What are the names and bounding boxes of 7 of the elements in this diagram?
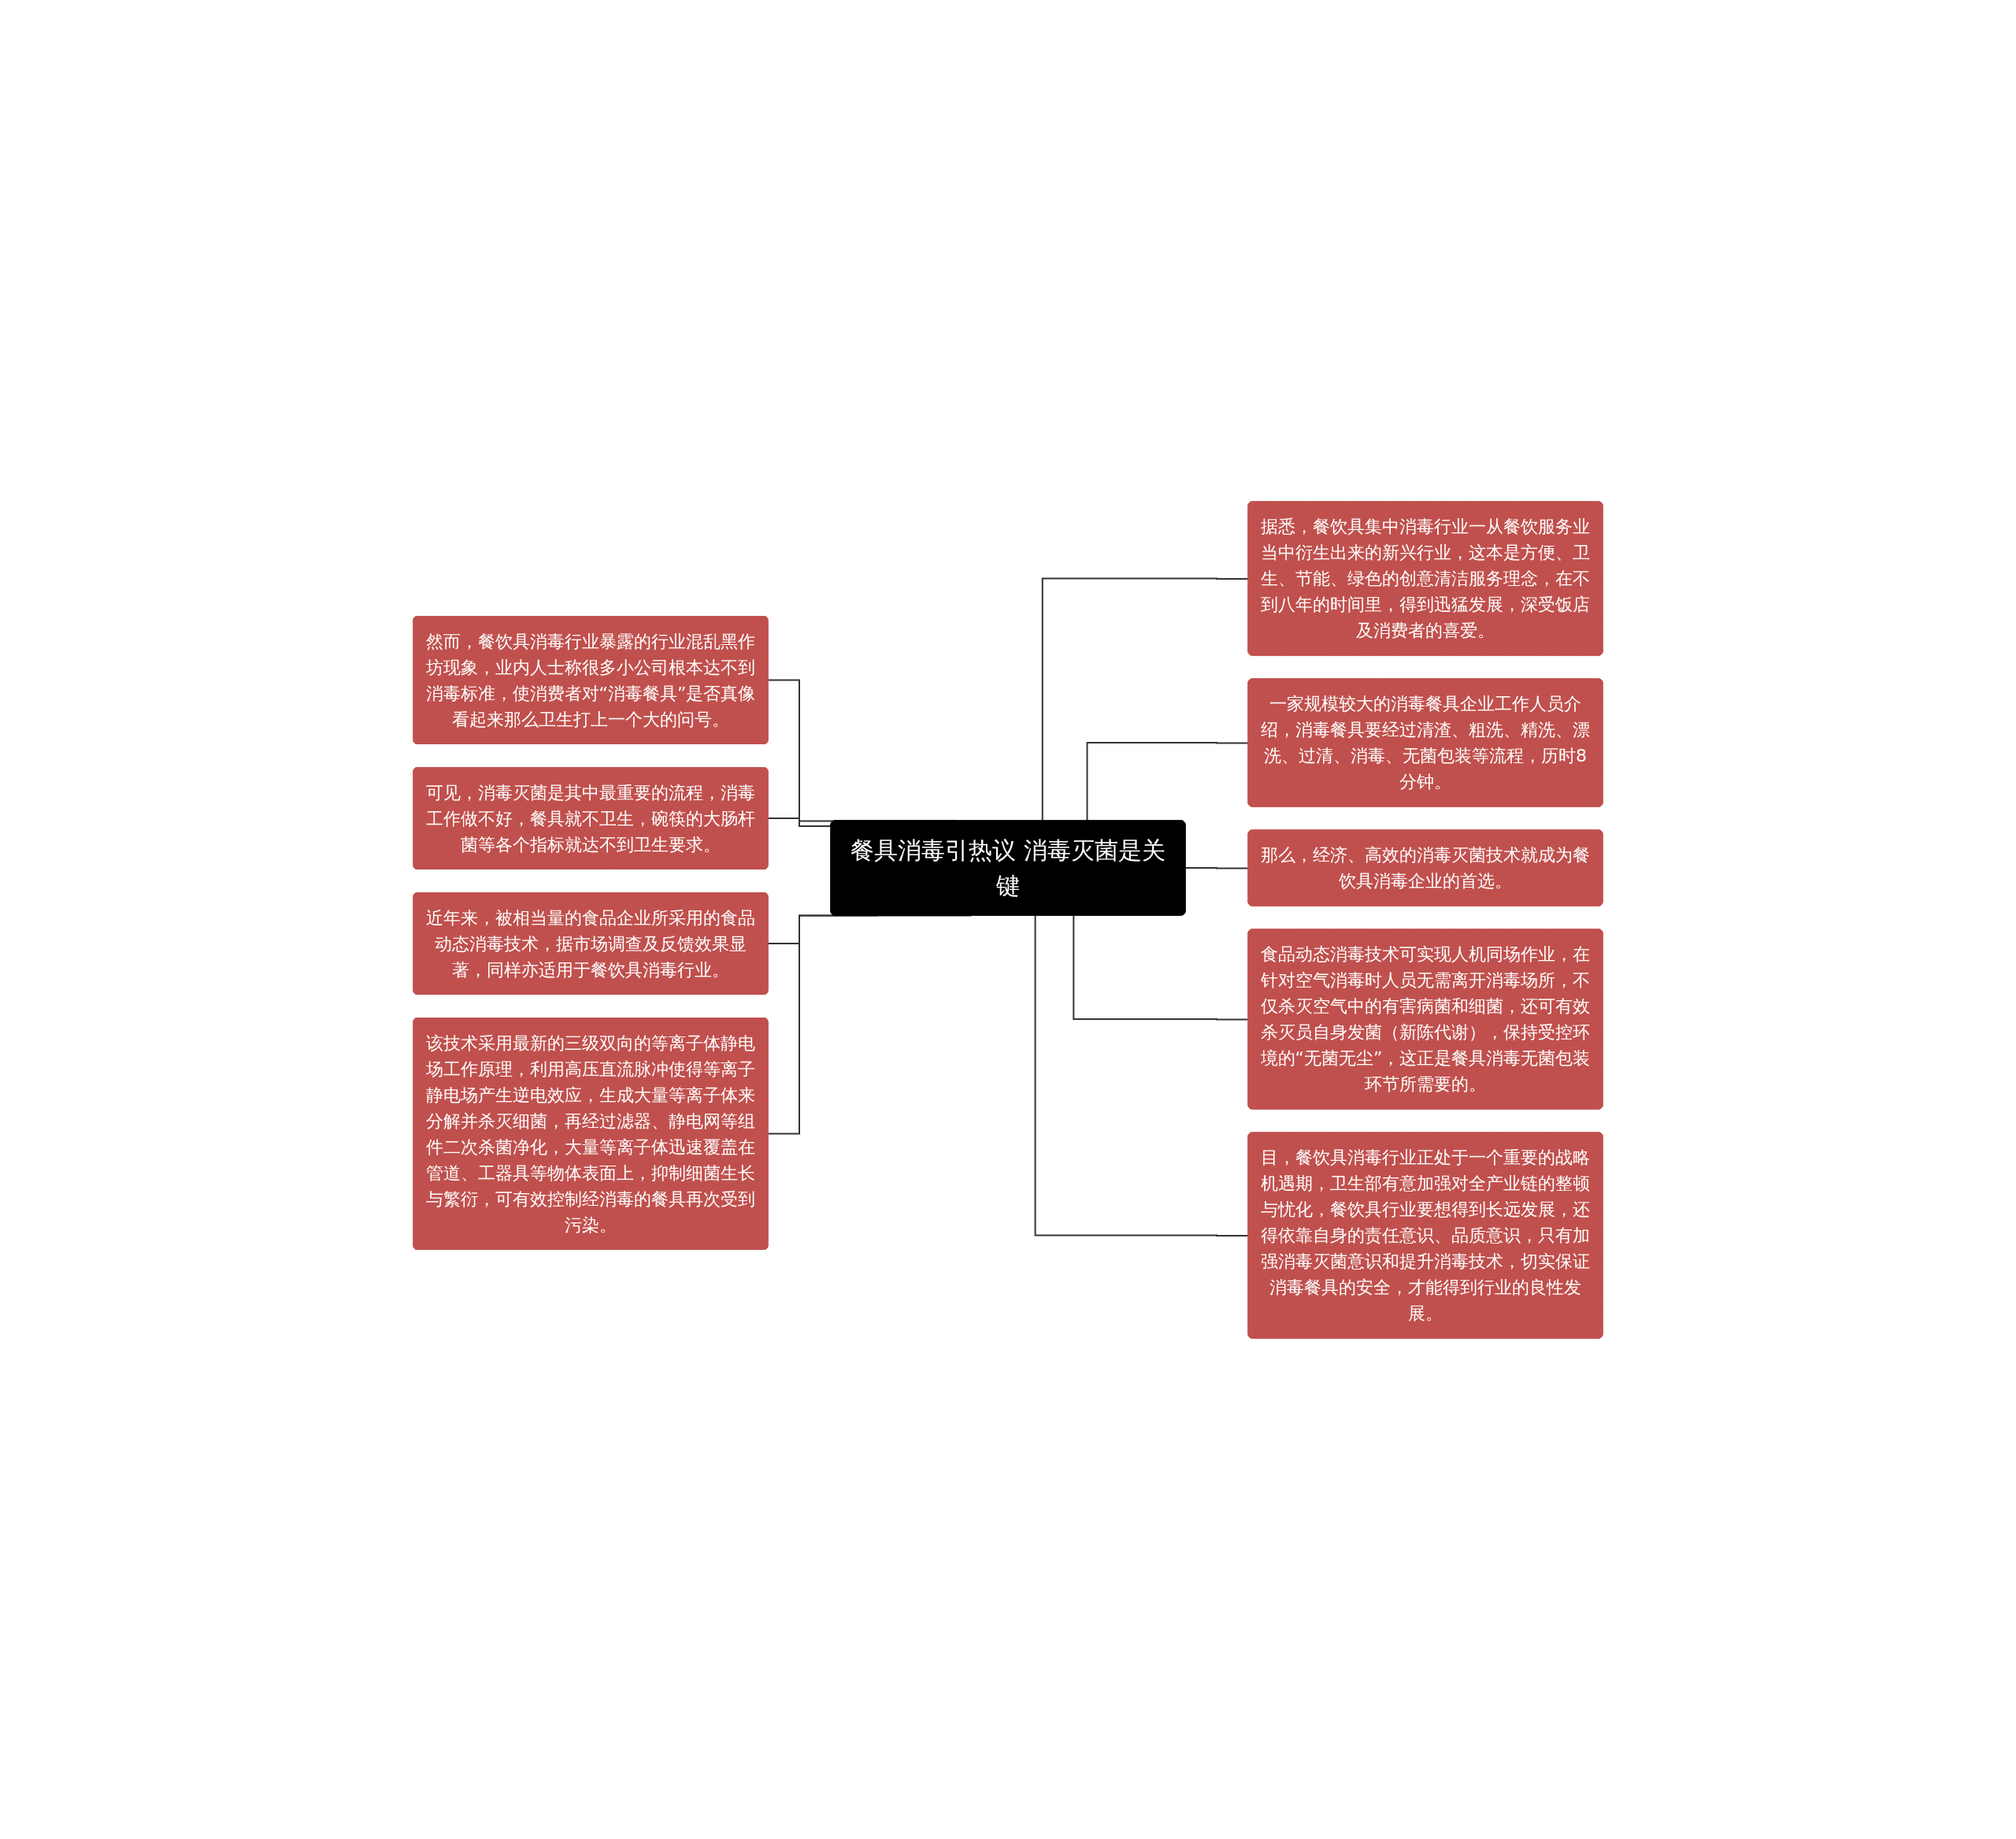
connector bbox=[1041, 577, 1250, 821]
connector bbox=[1034, 914, 1250, 1237]
connector bbox=[1086, 741, 1250, 821]
connector bbox=[1073, 914, 1250, 1020]
connector bbox=[1184, 866, 1250, 869]
connector bbox=[767, 914, 973, 1135]
connector bbox=[767, 817, 832, 827]
